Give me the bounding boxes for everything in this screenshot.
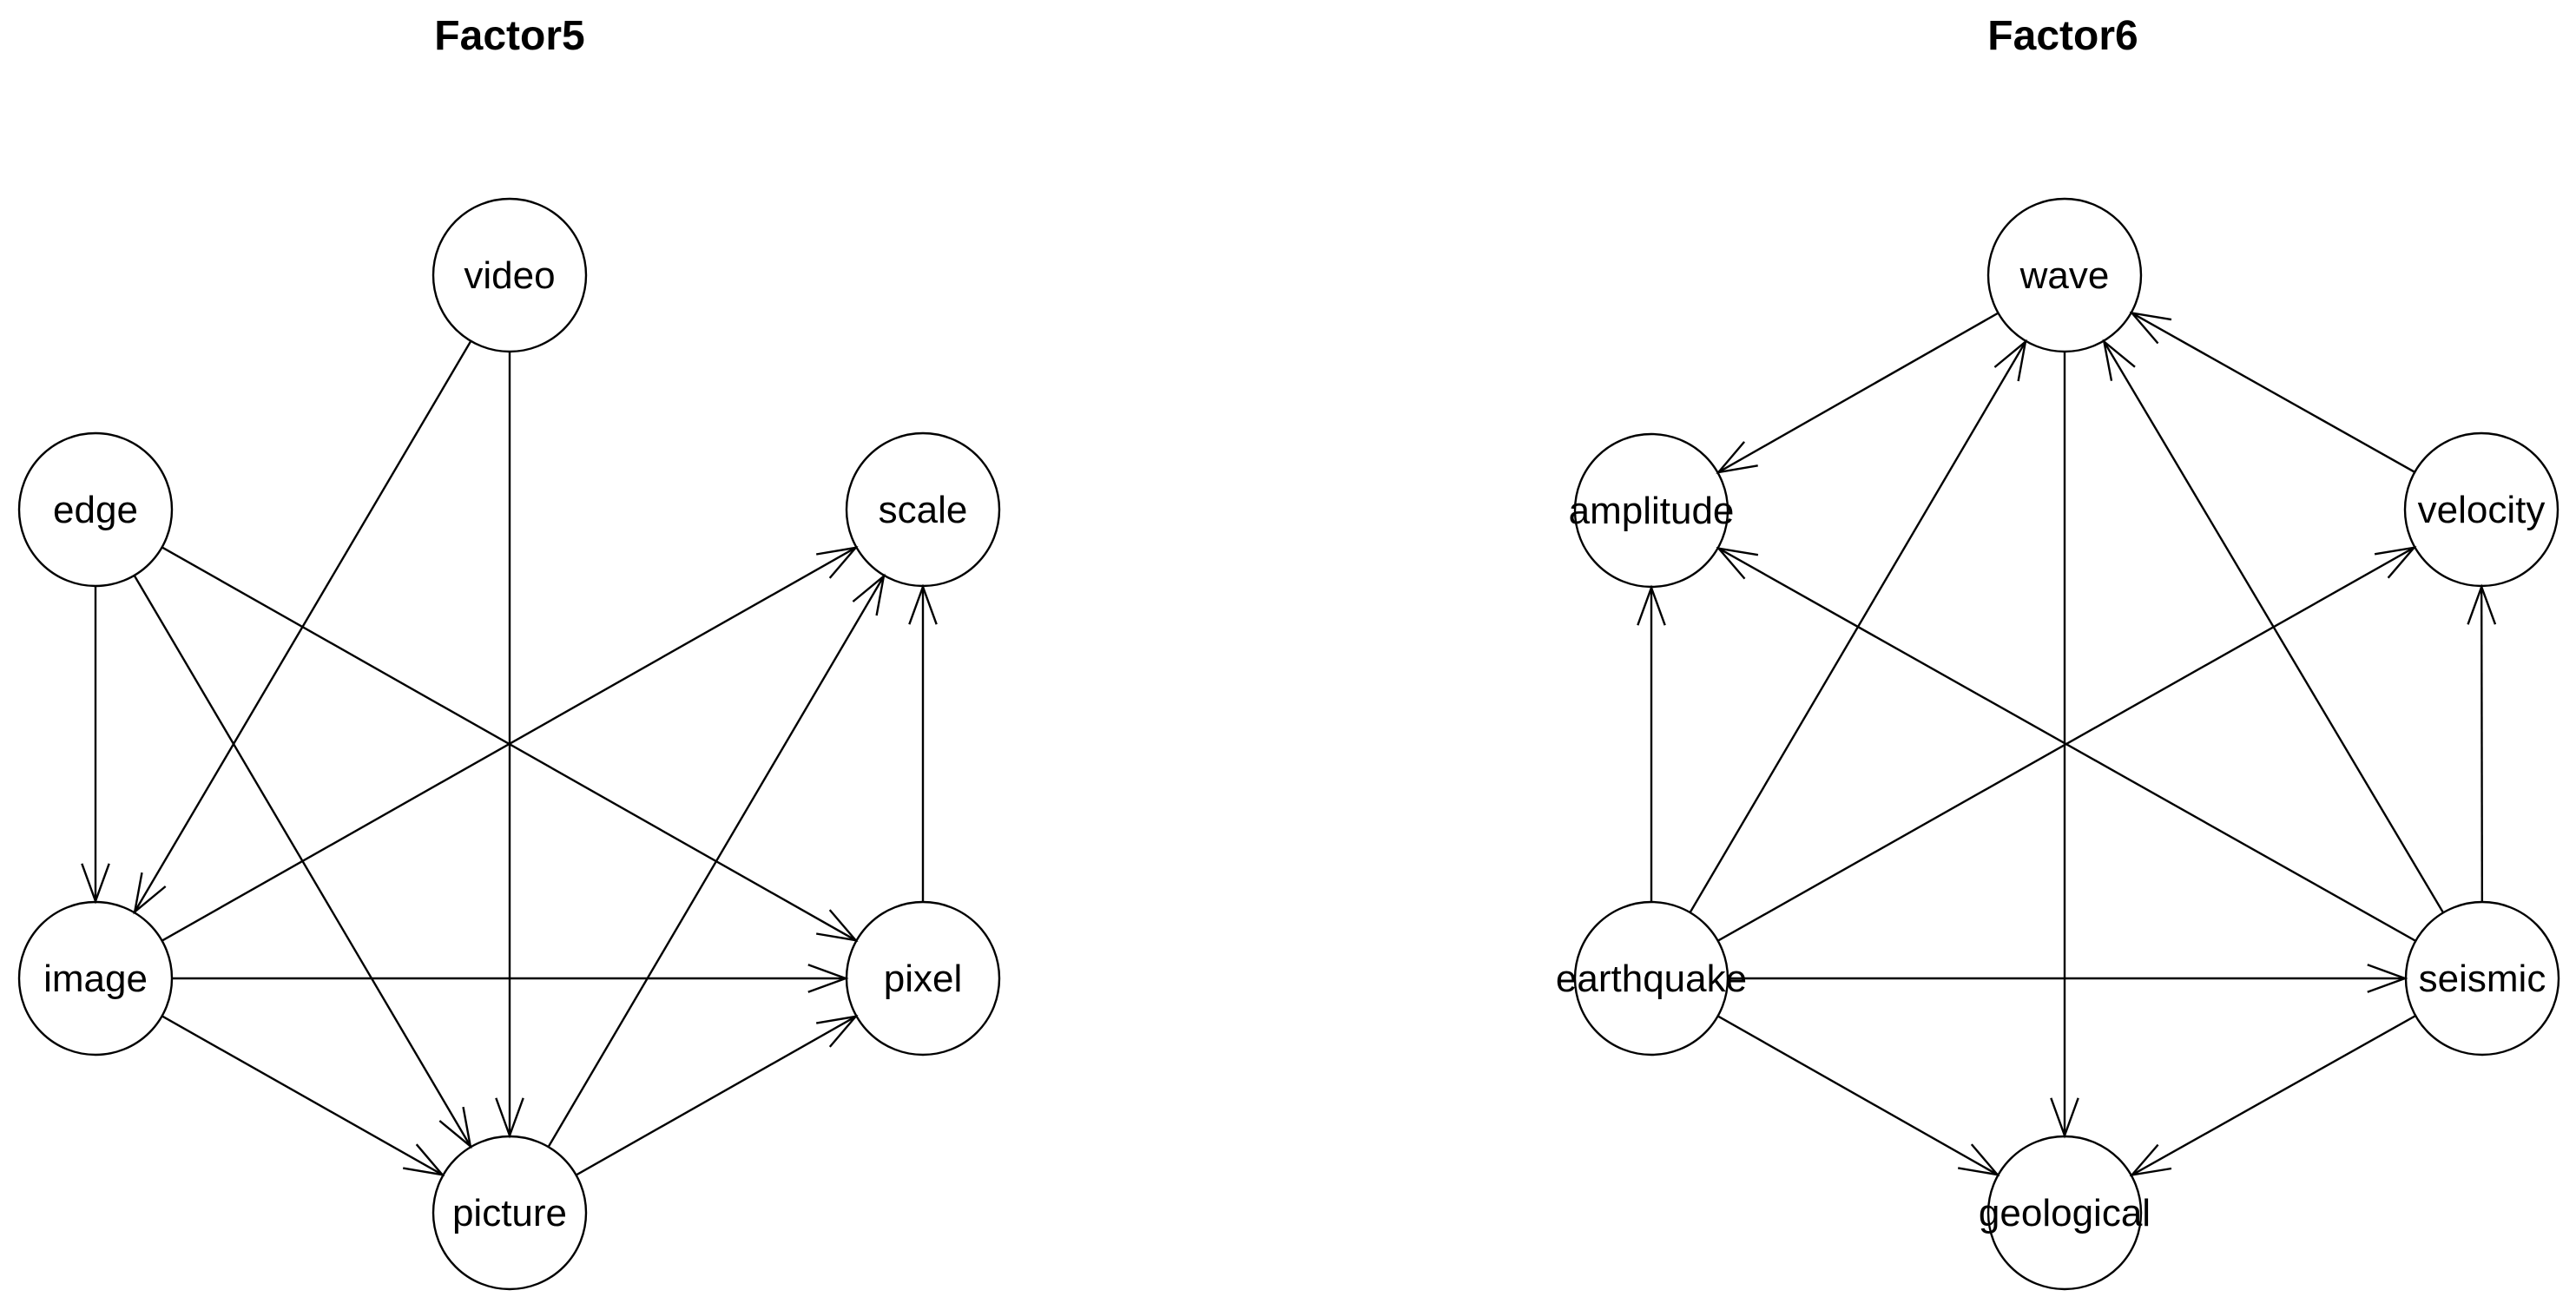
panel-title-factor5: Factor5 bbox=[434, 13, 584, 59]
edge-seismic-wave bbox=[2063, 274, 2484, 979]
node-label-geological: geological bbox=[1979, 1192, 2151, 1234]
arrowhead-picture-scale bbox=[852, 573, 886, 616]
arrowhead-video-picture bbox=[495, 1097, 524, 1139]
arrowhead-pixel-scale bbox=[908, 583, 938, 625]
arrowhead-earthquake-geological bbox=[1957, 1143, 2000, 1176]
arrowhead-edge-pixel bbox=[816, 909, 859, 942]
arrowhead-seismic-amplitude bbox=[1716, 546, 1759, 580]
arrowhead-image-scale bbox=[816, 546, 859, 579]
node-label-earthquake: earthquake bbox=[1556, 958, 1747, 1000]
edge-image-scale bbox=[95, 508, 924, 980]
node-label-wave: wave bbox=[2019, 254, 2110, 297]
arrowhead-image-pixel bbox=[807, 964, 849, 993]
node-label-edge: edge bbox=[53, 489, 138, 531]
arrowhead-seismic-velocity bbox=[2467, 583, 2497, 625]
node-label-video: video bbox=[464, 254, 555, 297]
node-label-amplitude: amplitude bbox=[1569, 490, 1735, 532]
node-label-velocity: velocity bbox=[2418, 489, 2546, 531]
factor5-graph: video edge scale image pixel picture bbox=[17, 197, 1001, 1291]
arrowhead-earthquake-seismic bbox=[2367, 964, 2408, 993]
arrowhead-earthquake-amplitude bbox=[1637, 584, 1666, 626]
arrowhead-seismic-wave bbox=[2102, 339, 2136, 381]
node-label-picture: picture bbox=[452, 1192, 567, 1234]
factor6-graph: wave amplitude velocity earthquake seismic ge… bbox=[1556, 197, 2560, 1291]
arrowhead-wave-amplitude bbox=[1716, 441, 1758, 474]
arrowhead-picture-pixel bbox=[815, 1015, 859, 1048]
node-wave bbox=[1986, 197, 2143, 353]
edge-seismic-amplitude bbox=[1650, 509, 2483, 980]
edge-picture-scale bbox=[508, 509, 925, 1214]
node-label-scale: scale bbox=[879, 489, 968, 531]
node-label-image: image bbox=[43, 958, 148, 1000]
node-video bbox=[432, 197, 588, 353]
panel-title-factor6: Factor6 bbox=[1987, 13, 2138, 59]
node-label-pixel: pixel bbox=[884, 958, 963, 1000]
node-edge bbox=[17, 431, 174, 588]
arrowhead-seismic-geological bbox=[2129, 1143, 2172, 1177]
arrowhead-wave-geological bbox=[2050, 1097, 2079, 1139]
arrowhead-image-picture bbox=[403, 1143, 445, 1176]
node-label-seismic: seismic bbox=[2419, 958, 2546, 1000]
arrowhead-edge-image bbox=[81, 863, 110, 905]
arrowhead-earthquake-velocity bbox=[2374, 546, 2417, 579]
node-earthquake bbox=[1573, 900, 1729, 1057]
arrowhead-video-image bbox=[133, 872, 167, 915]
arrowhead-velocity-wave bbox=[2129, 311, 2172, 345]
arrowhead-edge-picture bbox=[438, 1106, 472, 1149]
arrowhead-earthquake-wave bbox=[1993, 339, 2027, 382]
